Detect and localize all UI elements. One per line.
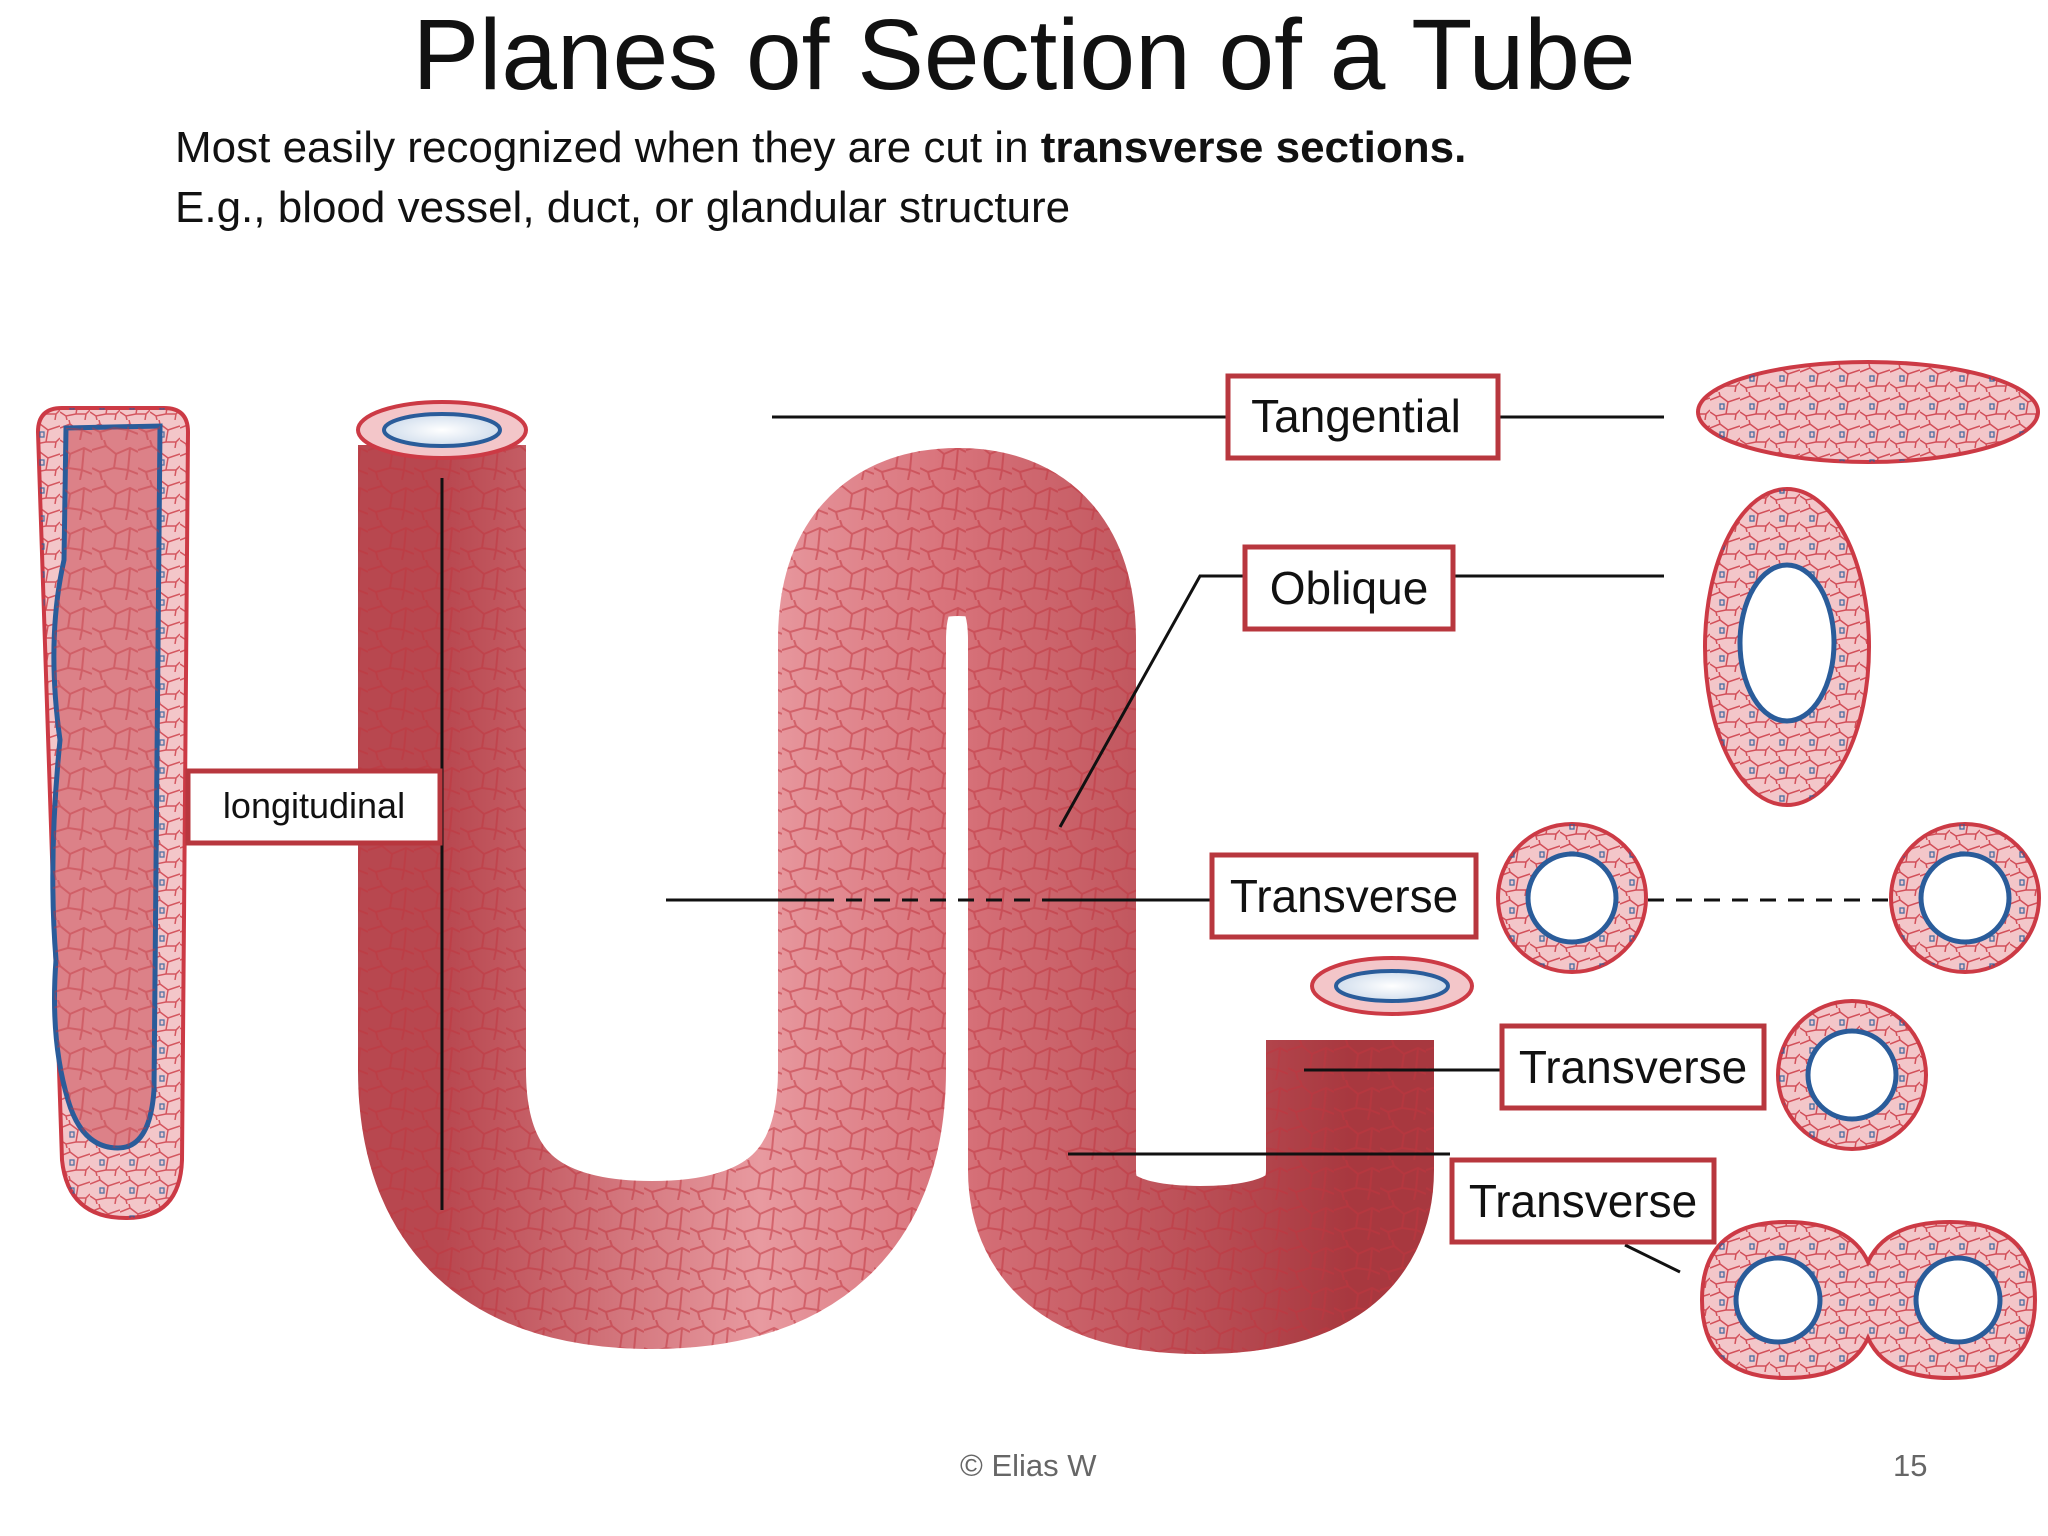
subtitle-line-1-plain: Most easily recognized when they are cut… — [175, 123, 1041, 172]
copyright-text: © Elias W — [960, 1448, 1097, 1483]
page-number: 15 — [1893, 1448, 1928, 1483]
subtitle-line-1: Most easily recognized when they are cut… — [175, 118, 1466, 178]
subtitle-line-2: E.g., blood vessel, duct, or glandular s… — [175, 183, 1071, 232]
transverse-section-2 — [1776, 999, 1928, 1151]
subtitle-line-1-bold: transverse sections. — [1040, 123, 1467, 172]
oblique-leader-left — [1058, 574, 1248, 828]
oblique-section — [1703, 487, 1871, 807]
label-transverse-1-text: Transverse — [1230, 870, 1458, 922]
label-transverse-1: Transverse — [1209, 852, 1479, 940]
label-tangential: Tangential — [1225, 373, 1501, 461]
leader-lines — [432, 415, 1890, 1274]
transverse-3-leader-right — [1624, 1243, 1681, 1274]
label-oblique-text: Oblique — [1270, 562, 1429, 614]
label-transverse-2: Transverse — [1499, 1023, 1767, 1111]
transverse-section-1b — [1889, 822, 2041, 974]
tube-drawing — [356, 400, 1474, 1354]
label-transverse-3: Transverse — [1449, 1157, 1717, 1245]
label-transverse-3-text: Transverse — [1469, 1175, 1697, 1227]
longitudinal-section-drawing — [35, 406, 191, 1221]
tangential-section — [1696, 360, 2040, 464]
slide-subtitle: Most easily recognized when they are cut… — [175, 118, 1466, 238]
label-tangential-text: Tangential — [1251, 390, 1461, 442]
transverse-section-3 — [1699, 1219, 2038, 1381]
label-oblique: Oblique — [1242, 544, 1456, 632]
slide-title: Planes of Section of a Tube — [412, 0, 1636, 111]
label-longitudinal: longitudinal — [185, 768, 443, 846]
transverse-section-1a — [1496, 822, 1648, 974]
label-transverse-2-text: Transverse — [1519, 1041, 1747, 1093]
label-longitudinal-text: longitudinal — [223, 785, 405, 826]
